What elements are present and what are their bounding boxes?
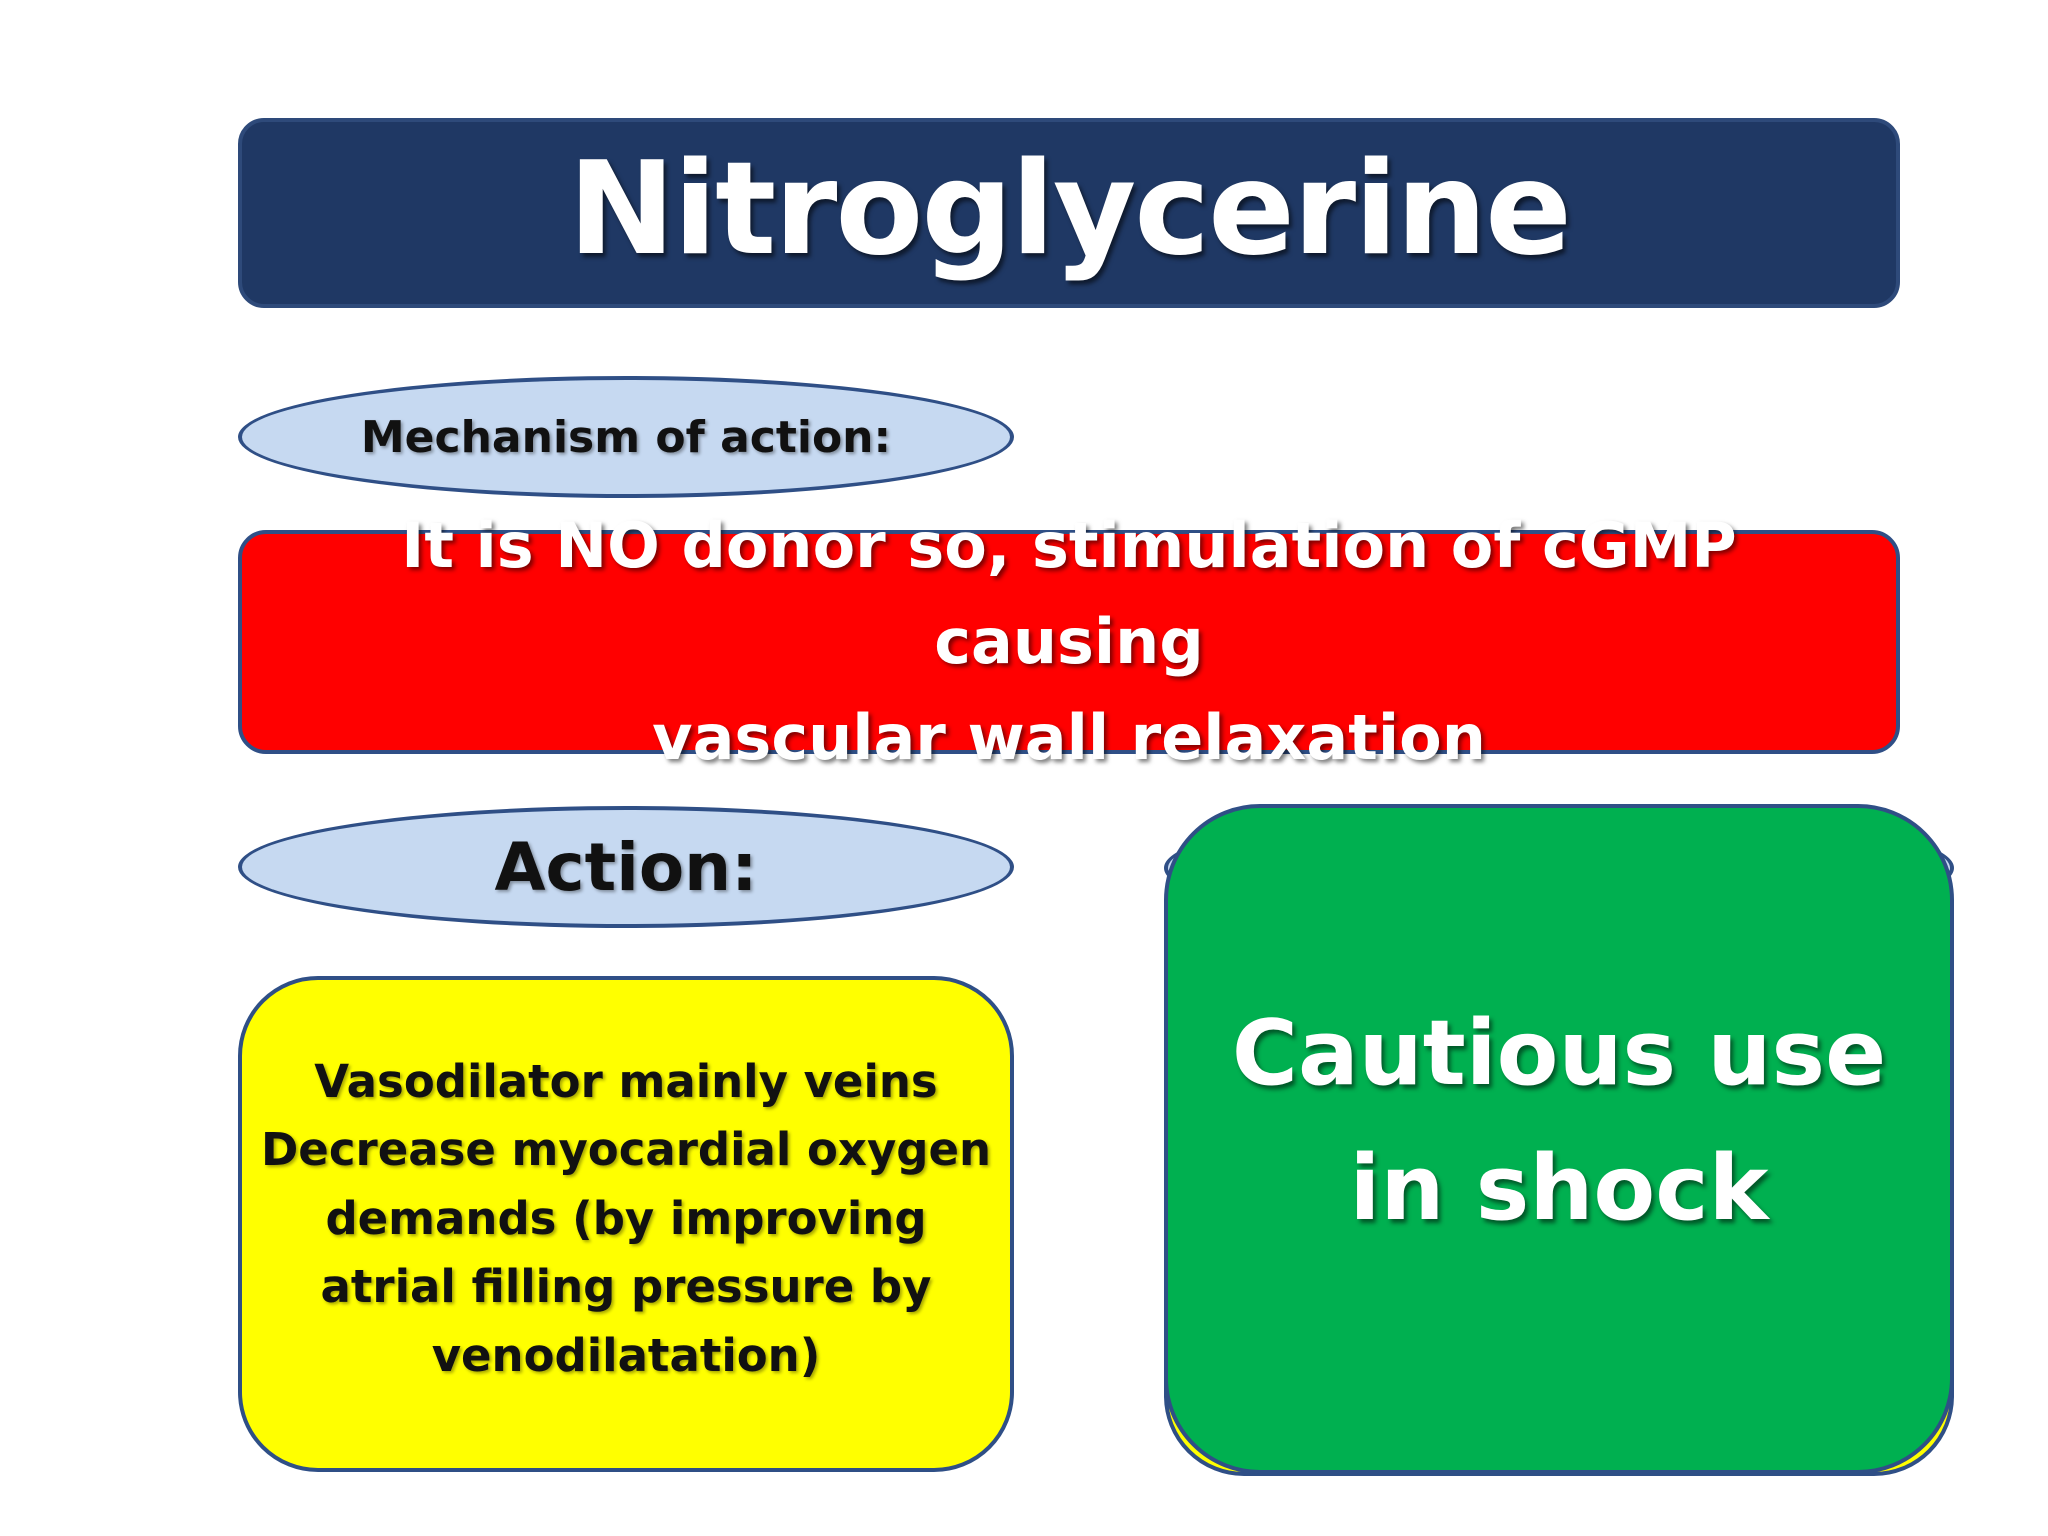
action-label-oval: Action: bbox=[238, 806, 1014, 928]
action-line: venodilatation) bbox=[431, 1328, 821, 1382]
mechanism-box: It is NO donor so, stimulation of cGMP c… bbox=[238, 509, 1900, 774]
action-box: Vasodilator mainly veins Decrease myocar… bbox=[238, 976, 1014, 1472]
mechanism-line: It is NO donor so, stimulation of cGMP c… bbox=[401, 508, 1737, 678]
caution-box: Cautious use in shock bbox=[1164, 804, 1954, 1474]
action-label: Action: bbox=[494, 828, 758, 906]
mechanism-line: vascular wall relaxation bbox=[652, 701, 1486, 775]
caution-line: in shock bbox=[1349, 1136, 1769, 1241]
slide-title: Nitroglycerine bbox=[568, 135, 1572, 284]
mechanism-text: It is NO donor so, stimulation of cGMP c… bbox=[282, 498, 1856, 786]
caution-line: Cautious use bbox=[1231, 1001, 1887, 1106]
mechanism-label-oval: Mechanism of action: bbox=[238, 376, 1014, 498]
action-line: Decrease myocardial oxygen bbox=[260, 1123, 992, 1177]
action-line: Vasodilator mainly veins bbox=[314, 1055, 938, 1109]
action-line: atrial filling pressure by bbox=[320, 1260, 932, 1314]
title-banner: Nitroglycerine bbox=[238, 118, 1900, 308]
mechanism-label: Mechanism of action: bbox=[360, 411, 892, 463]
action-line: demands (by improving bbox=[325, 1191, 927, 1245]
